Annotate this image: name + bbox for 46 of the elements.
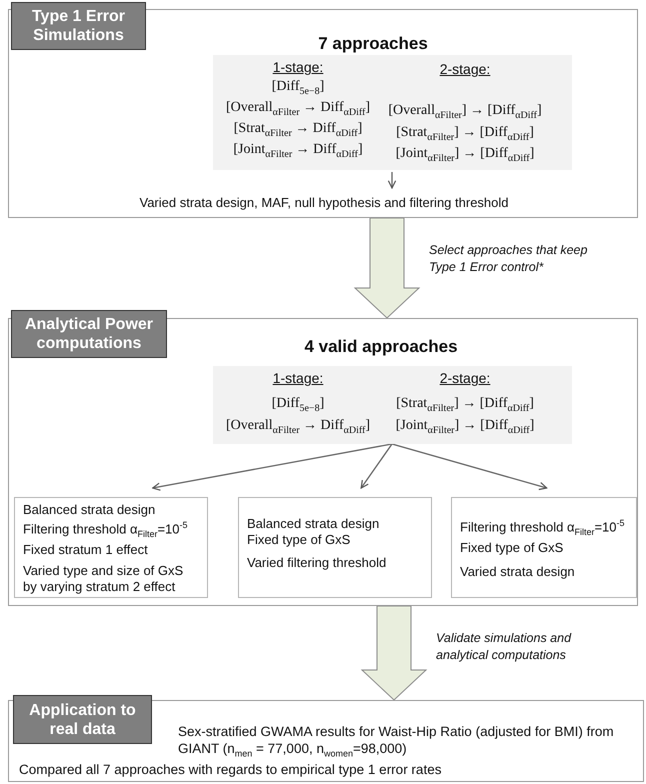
condition-box xyxy=(238,497,432,598)
condition-text: Balanced strata design xyxy=(23,502,156,518)
formula: [Diff$_{5e−8}$] xyxy=(272,396,324,414)
section-heading: Application to real data xyxy=(13,695,152,744)
section-panel xyxy=(8,9,638,218)
condition-text: Balanced strata design xyxy=(247,516,380,532)
section-heading: Analytical Power computations xyxy=(11,310,167,358)
description-text: Compared all 7 approaches with regards to empirical type 1 error rates xyxy=(19,761,442,778)
panel-heading: 4 valid approaches xyxy=(304,337,458,357)
section-heading: Type 1 Error Simulations xyxy=(11,2,146,50)
column-heading: 1-stage: xyxy=(272,59,324,75)
arrow xyxy=(392,443,548,490)
formula: [Diff$_{5e−8}$] xyxy=(272,79,324,97)
formula: [Overall$_{αFilter}$ → Diff$_{αDiff}$] xyxy=(226,100,370,118)
condition-text: Varied filtering threshold xyxy=(247,555,388,570)
condition-text: Filtering threshold α$_{Filter}$=10$^{-5}$ xyxy=(460,517,626,539)
arrow xyxy=(388,172,396,189)
condition-text: Varied strata design xyxy=(460,564,576,580)
arrow xyxy=(360,444,393,489)
formula: [Overall$_{αFilter}$ → Diff$_{αDiff}$] xyxy=(226,418,370,436)
formula: [Overall$_{αFilter}$] → [Diff$_{αDiff}$] xyxy=(388,103,542,121)
section-panel xyxy=(8,318,638,606)
formula: [Strat$_{αFilter}$ → Diff$_{αDiff}$] xyxy=(234,121,362,139)
block-arrow xyxy=(360,606,428,701)
condition-text: Fixed type of GxS xyxy=(460,540,564,556)
formula: [Strat$_{αFilter}$] → [Diff$_{αDiff}$] xyxy=(396,396,534,414)
formula: [Strat$_{αFilter}$] → [Diff$_{αDiff}$] xyxy=(396,125,534,143)
column-heading: 1-stage: xyxy=(272,370,324,386)
block-arrow xyxy=(354,218,420,319)
formula: [Joint$_{αFilter}$] → [Diff$_{αDiff}$] xyxy=(396,418,534,436)
column-heading: 2-stage: xyxy=(440,61,490,77)
panel-heading: 7 approaches xyxy=(318,34,428,54)
condition-text: Varied type and size of GxS by varying stratum 2 effect xyxy=(23,563,184,594)
formula: [Joint$_{αFilter}$ → Diff$_{αDiff}$] xyxy=(233,142,363,160)
description-text: Sex-stratified GWAMA results for Waist-Hip Ratio (adjusted for BMI) from GIANT (n$_{men}$ = 77,000, n$_{women}$=98,000) xyxy=(178,723,615,761)
condition-text: Fixed stratum 1 effect xyxy=(23,542,149,558)
section-panel xyxy=(8,700,644,782)
note-text: Varied strata design, MAF, null hypothesis and filtering threshold xyxy=(138,195,510,210)
column-heading: 2-stage: xyxy=(440,370,490,386)
arrow xyxy=(152,443,392,491)
condition-text: Fixed type of GxS xyxy=(247,532,352,547)
approaches-panel xyxy=(213,366,572,444)
condition-text: Filtering threshold α$_{Filter}$=10$^{-5}$ xyxy=(23,518,189,540)
condition-box xyxy=(451,497,637,598)
formula: [Joint$_{αFilter}$] → [Diff$_{αDiff}$] xyxy=(396,146,534,164)
condition-box xyxy=(14,497,208,598)
